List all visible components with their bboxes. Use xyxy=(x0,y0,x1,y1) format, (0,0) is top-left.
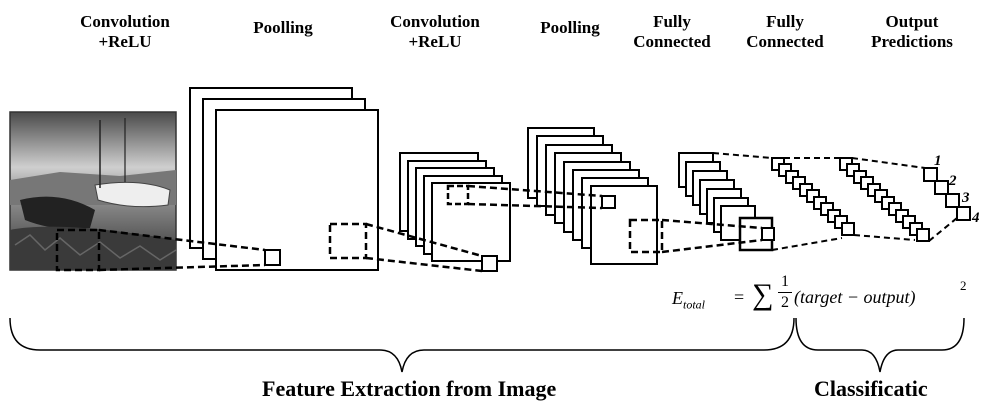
stage-label-conv1: Convolution+ReLU xyxy=(80,12,170,51)
eq-lhs: Etotal xyxy=(672,288,706,312)
pool2-patch xyxy=(761,227,775,241)
output-nodes xyxy=(923,167,971,221)
eq-sum-symbol: ∑ xyxy=(752,278,774,311)
link-pool2-fc1-bottom xyxy=(771,237,843,251)
link-input-conv1-a xyxy=(98,228,266,252)
output-label-1: 1 xyxy=(934,153,942,169)
link-conv2-pool2-a xyxy=(661,218,763,230)
eq-fraction: 1 2 xyxy=(778,272,792,313)
pool1-receptive-field xyxy=(446,184,470,206)
pool2-feature-maps xyxy=(678,152,774,252)
output-label-4: 4 xyxy=(971,210,980,226)
pool1-feature-maps xyxy=(399,152,511,262)
stage-label-pool1: Poolling xyxy=(253,18,313,37)
conv1-patch xyxy=(264,249,281,266)
link-conv1-pool1-a xyxy=(365,222,483,258)
link-fc1-fc2-bottom xyxy=(853,234,916,241)
eq-equals: = xyxy=(734,287,745,307)
fc1-nodes xyxy=(771,157,855,236)
eq-power: 2 xyxy=(960,278,967,293)
fc2-nodes xyxy=(839,157,930,242)
link-fc2-output-bottom xyxy=(928,217,958,242)
eq-numerator: 1 xyxy=(778,272,792,293)
conv2-patch xyxy=(601,195,616,209)
link-pool1-conv2-a xyxy=(467,184,603,198)
stage-label-conv2: Convolution+ReLU xyxy=(390,12,480,51)
link-conv2-pool2-b xyxy=(661,238,763,254)
brace-classification xyxy=(795,317,965,373)
conv1-feature-maps xyxy=(189,87,379,271)
output-label-3: 3 xyxy=(961,190,970,206)
input-receptive-field xyxy=(55,228,101,272)
conv2-receptive-field xyxy=(628,218,664,254)
link-input-conv1-b xyxy=(98,263,266,272)
output-label-2: 2 xyxy=(948,173,957,189)
pool1-patch xyxy=(481,255,498,272)
conv1-receptive-field xyxy=(328,222,368,260)
link-pool2-fc1-top xyxy=(712,152,773,159)
eq-body: (target − output) xyxy=(794,287,916,307)
link-pool1-conv2-b xyxy=(467,202,603,210)
brace-feature-extraction xyxy=(9,317,795,373)
stage-label-pool2: Poolling xyxy=(540,18,600,37)
input-image xyxy=(9,111,177,271)
section-feature-extraction: Feature Extraction from Image xyxy=(262,376,557,401)
section-classification: Classificatic xyxy=(814,376,928,401)
link-fc2-output-top xyxy=(851,157,926,169)
eq-denominator: 2 xyxy=(781,294,789,311)
link-conv1-pool1-b xyxy=(365,256,483,273)
